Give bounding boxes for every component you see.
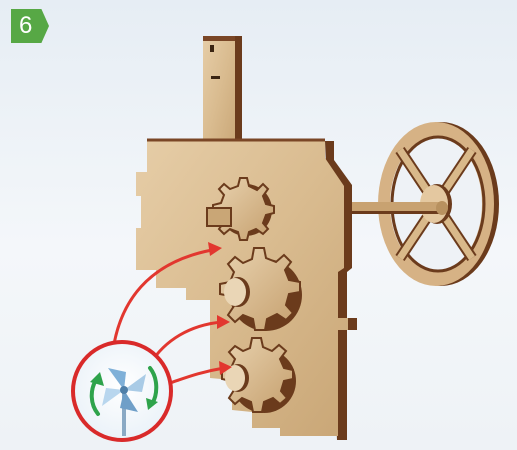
hint-circle: [73, 342, 171, 440]
gear-bottom: [222, 338, 296, 413]
top-post: [203, 36, 242, 156]
gear-middle: [220, 248, 302, 331]
axle: [350, 201, 448, 215]
square-shaft: [207, 208, 231, 226]
